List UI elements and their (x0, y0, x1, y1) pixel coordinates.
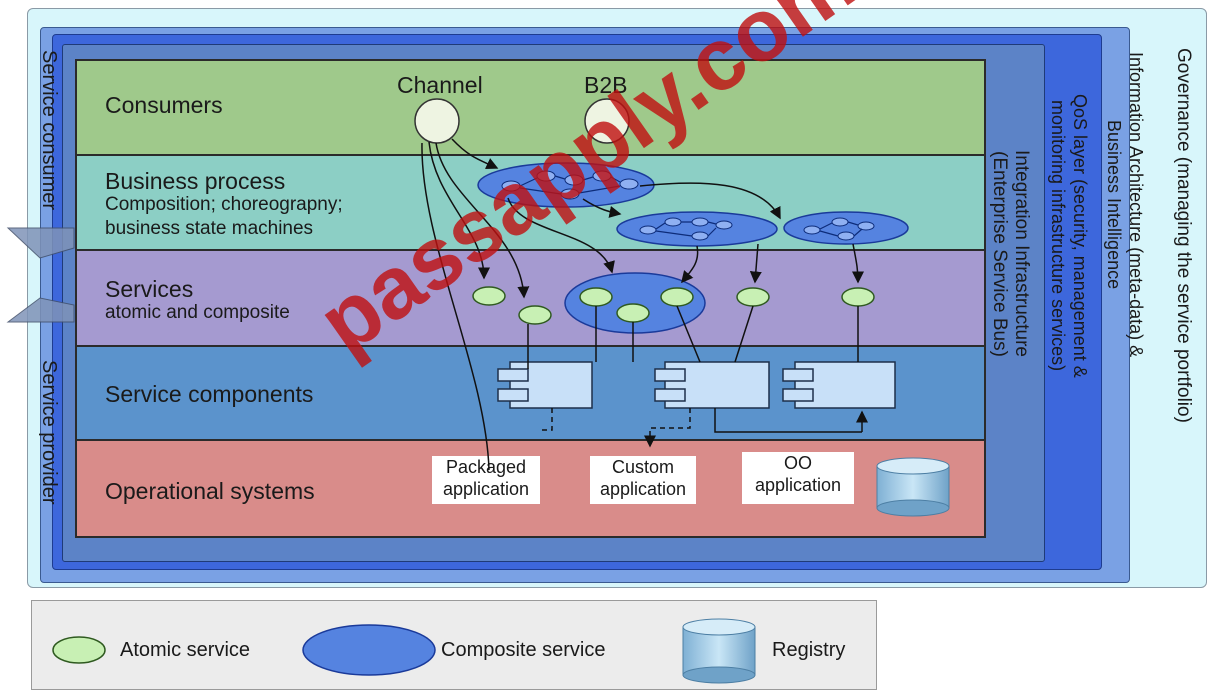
service-consumer-label: Service consumer (38, 50, 60, 211)
atomic-service-6 (736, 287, 770, 307)
information-architecture-line1: Information Architecture (meta-data) & (1126, 52, 1146, 358)
atomic-service-1 (472, 286, 506, 306)
qos-label: QoS layer (security, management & monito… (1047, 94, 1091, 378)
legend-atomic-label: Atomic service (120, 639, 251, 661)
legend-atomic-icon (52, 636, 106, 664)
custom-application-line1: Custom (611, 457, 674, 477)
consumers-band (75, 59, 986, 154)
integration-label-line2: (Enterprise Service Bus) (989, 150, 1010, 357)
consumer-provider-chevrons (6, 227, 75, 323)
consumers-label: Consumers (105, 92, 223, 118)
services-band (75, 249, 986, 345)
oo-application-line2: application (754, 475, 842, 495)
b2b-label: B2B (584, 72, 628, 98)
governance-label: Governance (managing the service portfol… (1173, 48, 1194, 423)
legend-registry-icon (682, 618, 756, 684)
business-process-detail-2: business state machines (105, 218, 314, 239)
oo-application-line1: OO (783, 453, 812, 473)
legend-registry-label: Registry (772, 639, 846, 661)
packaged-application-line2: application (442, 479, 530, 499)
atomic-service-2 (518, 305, 552, 325)
service-provider-label: Service provider (38, 360, 60, 505)
integration-label-line1: Integration Infrastructure (1011, 150, 1032, 357)
legend-composite-label: Composite service (441, 639, 606, 661)
business-process-title: Business process (105, 168, 286, 194)
legend-composite-icon (302, 624, 436, 676)
atomic-service-7 (841, 287, 875, 307)
service-component-boxes (497, 361, 896, 409)
atomic-service-3 (579, 287, 613, 307)
qos-label-line1: QoS layer (security, management & (1070, 94, 1090, 378)
b2b-node (584, 98, 630, 144)
packaged-application-line1: Packaged (445, 457, 527, 477)
process-activity-nodes (501, 170, 875, 241)
business-process-detail-1: Composition; choreograpny; (105, 194, 343, 215)
operational-systems-label: Operational systems (105, 478, 315, 504)
information-architecture-line2: Business Intelligence (1104, 120, 1124, 290)
integration-label: Integration Infrastructure (Enterprise S… (988, 150, 1032, 357)
connector-arrows (421, 138, 868, 471)
packaged-application: Packaged application (412, 456, 540, 518)
custom-application-line2: application (599, 479, 687, 499)
service-components-label: Service components (105, 381, 314, 407)
atomic-service-5 (660, 287, 694, 307)
qos-label-line2: monitoring infrastructure services) (1048, 100, 1068, 372)
channel-node (414, 98, 460, 144)
services-detail: atomic and composite (105, 302, 290, 323)
registry-cylinder (876, 457, 950, 517)
process-composite-3 (783, 211, 909, 245)
process-activity-links (519, 175, 863, 237)
information-architecture-label: Information Architecture (meta-data) & B… (1103, 52, 1147, 357)
channel-label: Channel (397, 72, 483, 98)
services-title: Services (105, 276, 194, 302)
atomic-service-4 (616, 303, 650, 323)
